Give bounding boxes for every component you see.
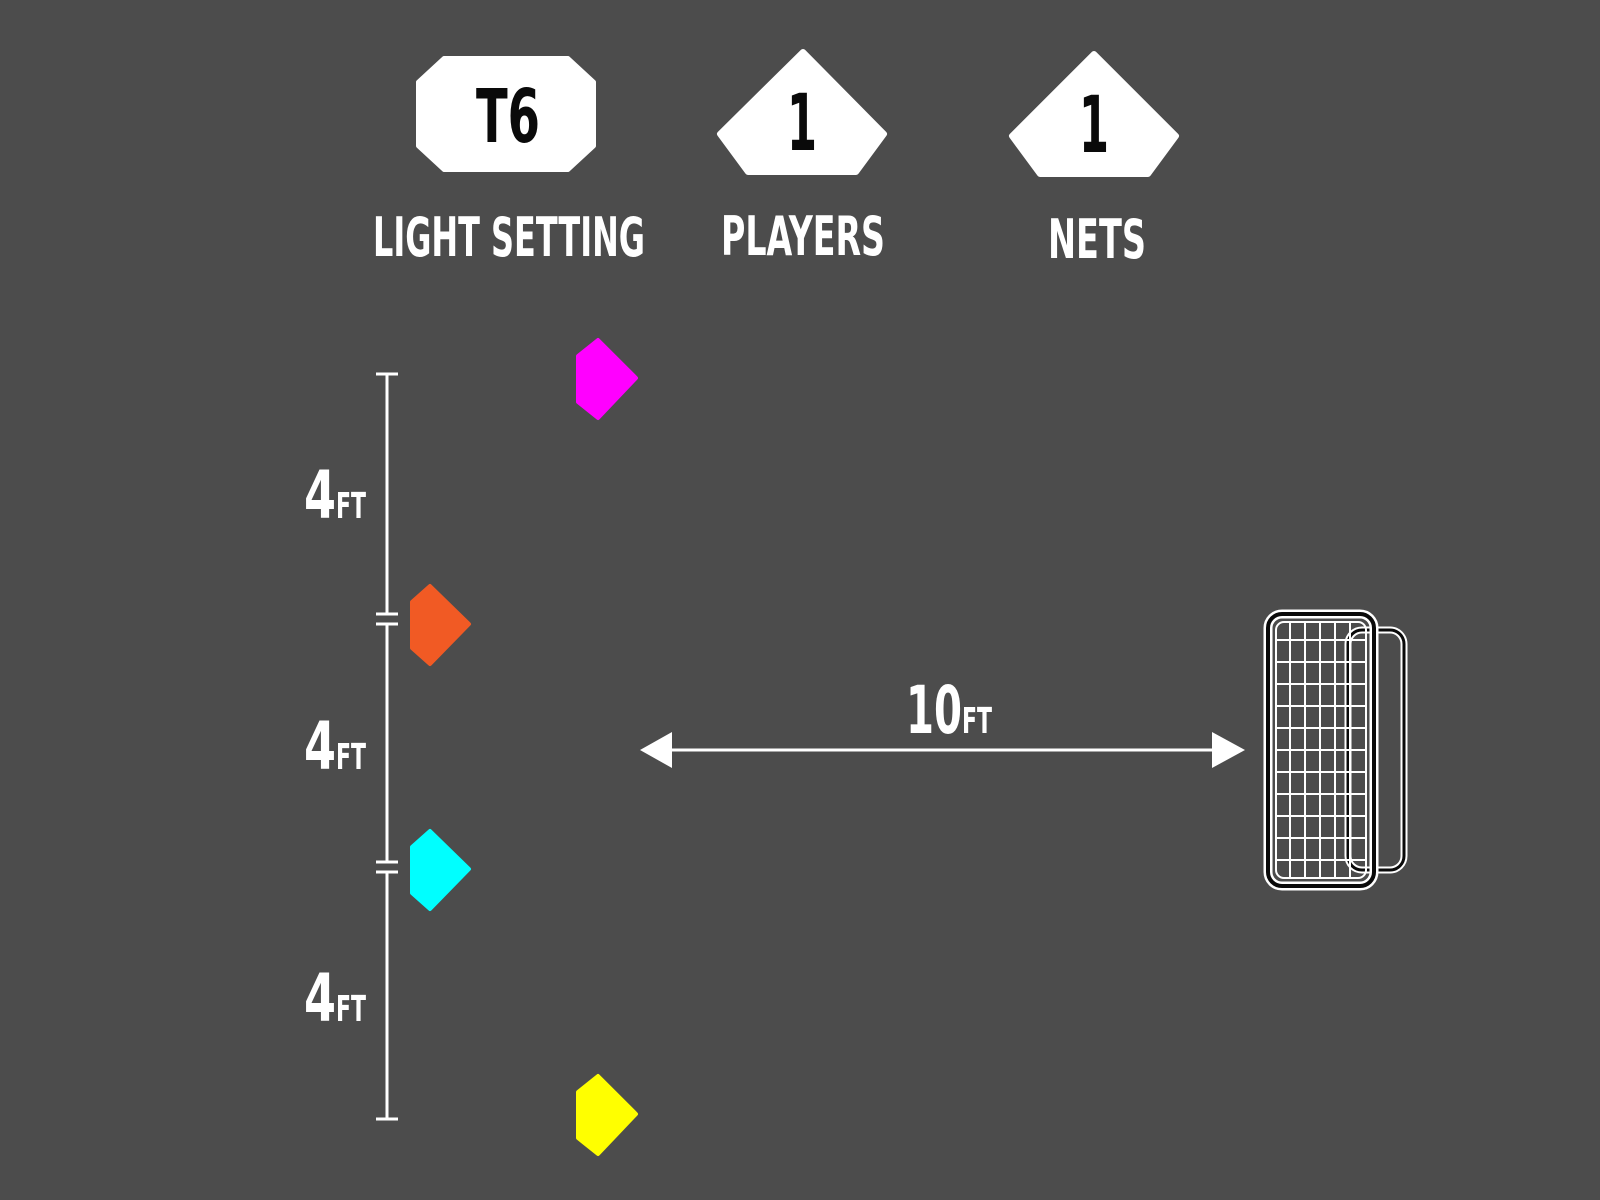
light-setting-label: LIGHT SETTING (373, 206, 645, 269)
orange-light-icon (410, 584, 471, 666)
soccer-net-icon (1263, 609, 1408, 891)
spacing-2-unit: FT (336, 737, 366, 778)
spacing-label-2: 4 FT (304, 708, 366, 785)
spacing-3-value: 4 (304, 960, 336, 1037)
spacing-label-1: 4 FT (304, 457, 366, 534)
players-badge: 1 (717, 49, 887, 175)
distance-arrow (640, 732, 1245, 768)
nets-value: 1 (1079, 81, 1109, 171)
players-badge-shape (717, 49, 887, 175)
spacing-1-unit: FT (336, 486, 366, 527)
distance-label: 10 FT (906, 672, 992, 749)
distance-value: 10 (906, 672, 962, 749)
players-label: PLAYERS (721, 205, 885, 268)
light-setting-value: T6 (476, 74, 540, 160)
spacing-label-3: 4 FT (304, 960, 366, 1037)
spacing-2-value: 4 (304, 708, 336, 785)
nets-badge-shape (1009, 51, 1179, 177)
light-setting-badge-shape (416, 56, 596, 172)
light-setting-badge: T6 (416, 56, 596, 172)
players-value: 1 (787, 79, 817, 169)
spacing-3-unit: FT (336, 989, 366, 1030)
yellow-light-icon (576, 1074, 638, 1156)
net-mesh (1276, 622, 1366, 878)
distance-unit: FT (962, 701, 992, 742)
magenta-light-icon (576, 338, 638, 420)
cyan-light-icon (410, 829, 471, 911)
vertical-dimension-line (376, 372, 398, 1121)
nets-badge: 1 (1009, 51, 1179, 177)
spacing-1-value: 4 (304, 457, 336, 534)
arrow-right-icon (1212, 732, 1245, 768)
nets-label: NETS (1048, 208, 1146, 271)
arrow-left-icon (640, 732, 672, 768)
